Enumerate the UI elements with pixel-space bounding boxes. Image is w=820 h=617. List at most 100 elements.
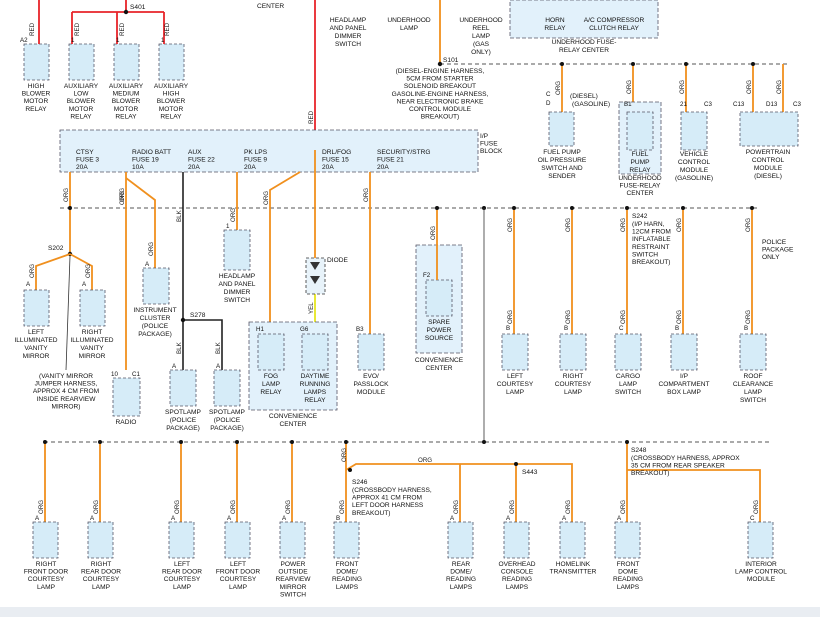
pin-mid: C	[619, 325, 624, 332]
org-label: ORG	[507, 310, 514, 324]
spare-line: SPARE	[428, 319, 450, 326]
blower-relay-label-line: BLOWER	[112, 98, 141, 105]
blower-pin: 1	[161, 37, 165, 44]
blower-relay-box	[113, 43, 140, 81]
bottom-lamp-box	[747, 521, 774, 559]
bottom-lamp-label-line: OVERHEAD	[498, 561, 535, 568]
fuel-pump-switch-line: FUEL PUMP	[543, 149, 581, 156]
right-top-org: ORG	[626, 80, 633, 94]
s202-label: S202	[48, 245, 64, 252]
radio-label: RADIO	[116, 419, 137, 426]
headlamp-box	[223, 229, 251, 271]
headlamp-switch2-line: HEADLAMP	[219, 273, 256, 280]
right-courtesy-line: RIGHT	[563, 373, 584, 380]
org-label: ORG	[430, 226, 437, 240]
pin-10: 10	[111, 371, 118, 378]
blower-relay-label-line: AUXILIARY	[154, 83, 189, 90]
s443-label: S443	[522, 469, 538, 476]
bottom-lamp-box	[279, 521, 306, 559]
bottom-pin: A	[171, 515, 176, 522]
fuse-3-line: FUSE 9	[244, 157, 267, 164]
bottom-lamp-label-line: COURTESY	[28, 576, 65, 583]
evo-line: MODULE	[357, 389, 386, 396]
vanity-leader	[65, 255, 71, 371]
bottom-org-label: ORG	[453, 500, 460, 514]
top-headlamp-line: AND PANEL	[330, 25, 367, 32]
vanity-note-line: INSIDE REARVIEW	[37, 396, 97, 403]
top-reel-line: REEL	[472, 25, 490, 32]
bottom-lamp-label-line: READING	[502, 576, 532, 583]
top-reel-line: (GAS	[473, 41, 490, 48]
bottom-lamp-label-line: LAMPS	[336, 584, 359, 591]
s248-label: S248	[631, 447, 647, 454]
pin-a-spot2: A	[216, 363, 221, 370]
bottom-lamp-box	[503, 521, 530, 559]
org-label: ORG	[745, 218, 752, 232]
org-label: ORG	[565, 218, 572, 232]
pin-a-spot1: A	[172, 363, 177, 370]
pin-c13: C13	[733, 101, 745, 108]
org-label: ORG	[620, 310, 627, 324]
bottom-lamp-label-line: MIRROR	[280, 584, 307, 591]
fuel-pump-switch-line: SENDER	[548, 173, 576, 180]
bottom-lamp-box	[447, 521, 474, 559]
vanity-note-line: APPROX 4 CM FROM	[33, 388, 99, 395]
bottom-org-label: ORG	[565, 500, 572, 514]
bottom-lamp-label-line: REARVIEW	[275, 576, 311, 583]
pcm-line: POWERTRAIN	[746, 149, 791, 156]
bottom-lamp-label-line: READING	[613, 576, 643, 583]
bottom-lamp-box	[168, 521, 195, 559]
evo-box	[357, 333, 385, 371]
drl-relay-line: RELAY	[304, 397, 326, 404]
fuse-relay-center2-line: CENTER	[626, 190, 653, 197]
bottom-lamp-label-line: DOME	[618, 569, 638, 576]
s101-note: (DIESEL-ENGINE HARNESS,5CM FROM STARTERS…	[392, 68, 489, 121]
blower-relay-label-line: MEDIUM	[113, 91, 140, 98]
spotlamp1-line: PACKAGE)	[166, 425, 200, 432]
bottom-bus-dots	[43, 440, 629, 472]
s246-wires	[345, 463, 573, 522]
s246-note: (CROSSBODY HARNESS,APPROX 41 CM FROMLEFT…	[352, 487, 432, 517]
s242-note-line: INFLATABLE	[632, 236, 671, 243]
pcm-line: CONTROL	[752, 157, 785, 164]
right-top-dots	[560, 62, 755, 66]
police-note-line: ONLY	[762, 254, 780, 261]
headlamp-switch2-line: SWITCH	[224, 297, 250, 304]
org-label: ORG	[341, 448, 348, 462]
bottom-lamp-label-line: LAMP	[37, 584, 56, 591]
top-headlamp-line: DIMMER	[335, 33, 362, 40]
drl-relay-line: LAMPS	[304, 389, 327, 396]
bottom-org-label: ORG	[753, 500, 760, 514]
blower-wire-label: RED	[119, 22, 126, 36]
roof-line: LAMP	[744, 389, 763, 396]
bottom-org-label: ORG	[339, 500, 346, 514]
blower-relay-label-line: HIGH	[28, 83, 45, 90]
bottom-pin: B	[336, 515, 340, 522]
blower-relay-label-line: AUXILIARY	[109, 83, 144, 90]
right-mirror-line: VANITY	[80, 345, 104, 352]
fuse-1-line: 10A	[132, 164, 144, 171]
splice-s278	[180, 317, 186, 323]
mid-right-wires	[513, 208, 753, 334]
roof-line: ROOF	[743, 373, 762, 380]
s246-note-line: (CROSSBODY HARNESS,	[352, 487, 432, 494]
bottom-lamp-box	[614, 521, 641, 559]
blower-relay-label-line: RELAY	[115, 113, 137, 120]
pin-d13: D13	[766, 101, 778, 108]
org-label: ORG	[565, 310, 572, 324]
left-mirror-line: MIRROR	[23, 353, 50, 360]
bottom-lamp-label-line: COURTESY	[83, 576, 120, 583]
bottom-lamp-label-line: FRONT DOOR	[24, 569, 68, 576]
s401-label: S401	[130, 4, 146, 11]
left-mirror-line: ILLUMINATED	[14, 337, 57, 344]
fuse-4-line: FUSE 15	[322, 157, 349, 164]
blower-wire-label: RED	[29, 22, 36, 36]
top-reel-line: UNDERHOOD	[459, 17, 502, 24]
pin-c3: C3	[704, 101, 712, 108]
roof-line: CLEARANCE	[733, 381, 774, 388]
s242-note-line: 12CM FROM	[632, 229, 671, 236]
bottom-pin: A	[282, 515, 287, 522]
